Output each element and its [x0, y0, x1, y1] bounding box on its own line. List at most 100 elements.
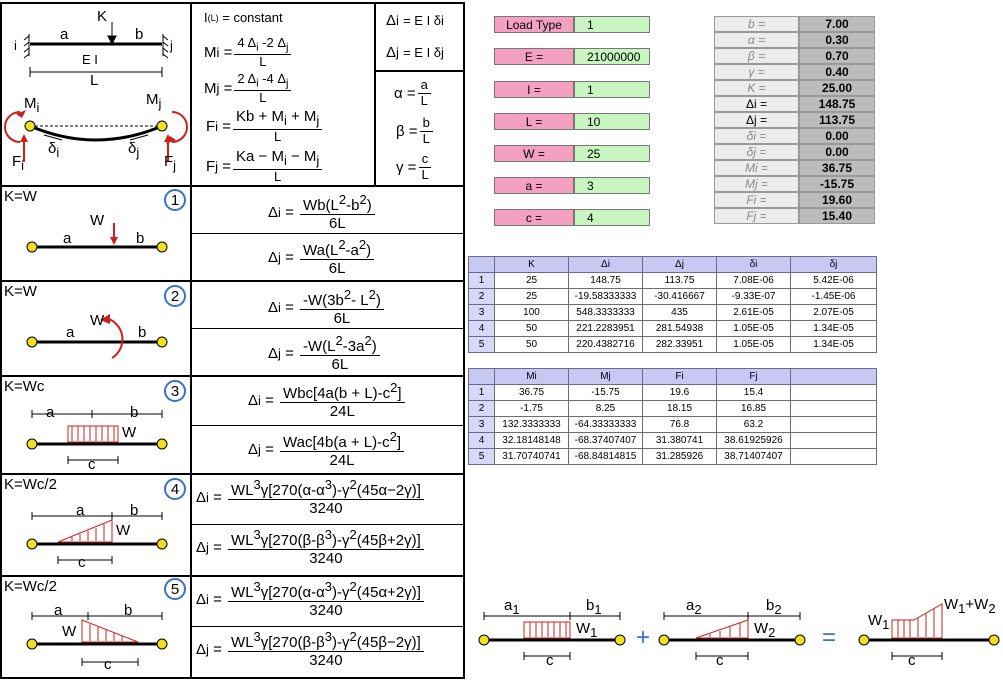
table-cell[interactable]: 19.6 [642, 384, 717, 401]
table-cell[interactable]: 63.2 [716, 416, 791, 433]
case-5-w: W [62, 623, 77, 640]
table-cell[interactable]: 38.71407407 [716, 448, 791, 465]
case-2-label: K=W [4, 283, 37, 300]
equals-icon: = [822, 624, 837, 651]
sup-w1: W1 [576, 620, 598, 640]
table-cell[interactable]: 8.25 [568, 400, 643, 417]
table-cell[interactable]: 2.07E-05 [790, 304, 877, 321]
table-row: 3 132.3333333 -64.33333333 76.8 63.2 [468, 416, 877, 433]
result-label: δj = [714, 144, 799, 160]
table-cell[interactable]: -19.58333333 [568, 288, 643, 305]
sup-w1-result: W1 [868, 612, 890, 632]
sup-c1: c [546, 652, 554, 669]
input-load-type[interactable]: 1 [574, 16, 650, 33]
table-cell[interactable]: -64.33333333 [568, 416, 643, 433]
input-w[interactable]: 25 [574, 145, 650, 162]
header-cell [790, 368, 877, 385]
table-cell[interactable]: 38.61925926 [716, 432, 791, 449]
input-label-l: L = [494, 113, 574, 130]
table-cell[interactable]: -1.75 [494, 400, 569, 417]
table-cell[interactable] [790, 448, 877, 465]
table-cell[interactable]: 25 [494, 288, 569, 305]
table-cell[interactable]: 5.42E-06 [790, 272, 877, 289]
input-l[interactable]: 10 [574, 113, 650, 130]
dim-a-label: a [60, 26, 69, 43]
table-cell[interactable]: -30.416667 [642, 288, 717, 305]
table-row: 2 -1.75 8.25 18.15 16.85 [468, 400, 877, 417]
table-cell[interactable]: 435 [642, 304, 717, 321]
row-index: 5 [468, 448, 495, 465]
table-cell[interactable]: 31.70740741 [494, 448, 569, 465]
table-cell[interactable] [790, 400, 877, 417]
table-cell[interactable] [790, 432, 877, 449]
table-cell[interactable]: 18.15 [642, 400, 717, 417]
table-cell[interactable] [790, 384, 877, 401]
sup-b2: b2 [766, 597, 782, 617]
table-cell[interactable]: -15.75 [568, 384, 643, 401]
table-cell[interactable]: 148.75 [568, 272, 643, 289]
table-cell[interactable]: 221.2283951 [568, 320, 643, 337]
table-cell[interactable]: 32.18148148 [494, 432, 569, 449]
table-cell[interactable]: 281.54938 [642, 320, 717, 337]
header-cell: Δi [568, 256, 643, 273]
input-i[interactable]: 1 [574, 81, 650, 98]
result-value: 0.40 [799, 64, 875, 80]
table-row: 5 50 220.4382716 282.33951 1.05E-05 1.34… [468, 336, 877, 353]
result-value: 0.70 [799, 48, 875, 64]
table-cell[interactable]: 282.33951 [642, 336, 717, 353]
input-e[interactable]: 21000000 [574, 48, 650, 65]
table-cell[interactable]: 1.34E-05 [790, 336, 877, 353]
table-cell[interactable]: 548.3333333 [568, 304, 643, 321]
table-cell[interactable]: 36.75 [494, 384, 569, 401]
table-cell[interactable]: 16.85 [716, 400, 791, 417]
table-cell[interactable]: 50 [494, 336, 569, 353]
load-k-label: K [97, 8, 108, 25]
table-cell[interactable]: 2.61E-05 [716, 304, 791, 321]
result-label: Mj = [714, 176, 799, 192]
table-cell[interactable]: 31.380741 [642, 432, 717, 449]
header-cell [468, 256, 495, 273]
table-cell[interactable]: 31.285926 [642, 448, 717, 465]
mi-label: Mi [24, 95, 40, 115]
table-cell[interactable]: 25 [494, 272, 569, 289]
table-cell[interactable]: 1.05E-05 [716, 336, 791, 353]
delta-j-angle-label: δj [128, 140, 140, 160]
result-label: K = [714, 80, 799, 96]
input-a[interactable]: 3 [574, 177, 650, 194]
row-index: 4 [468, 432, 495, 449]
result-label: Fj = [714, 208, 799, 224]
table-cell[interactable]: 132.3333333 [494, 416, 569, 433]
result-value: -15.75 [799, 176, 875, 192]
header-cell: δi [716, 256, 791, 273]
result-label: Δi = [714, 96, 799, 112]
table-cell[interactable]: 7.08E-06 [716, 272, 791, 289]
table-cell[interactable]: 220.4382716 [568, 336, 643, 353]
table-cell[interactable]: 50 [494, 320, 569, 337]
table-cell[interactable]: 76.8 [642, 416, 717, 433]
table-cell[interactable]: 15.4 [716, 384, 791, 401]
table-cell[interactable]: 1.05E-05 [716, 320, 791, 337]
table-row: 3 100 548.3333333 435 2.61E-05 2.07E-05 [468, 304, 877, 321]
table-header-row: K Δi Δj δi δj [468, 256, 877, 273]
superposition-diagram [478, 603, 1000, 660]
table-cell[interactable]: -1.45E-06 [790, 288, 877, 305]
case-2-a: a [66, 324, 75, 341]
case-3-label: K=Wc [4, 378, 45, 395]
result-value: 148.75 [799, 96, 875, 112]
sup-a2: a2 [686, 597, 702, 617]
plus-icon: + [636, 624, 651, 651]
table-cell[interactable]: -9.33E-07 [716, 288, 791, 305]
table-cell[interactable]: 1.34E-05 [790, 320, 877, 337]
table-cell[interactable]: 100 [494, 304, 569, 321]
table-cell[interactable]: -68.84814815 [568, 448, 643, 465]
table-cell[interactable]: 113.75 [642, 272, 717, 289]
input-c[interactable]: 4 [574, 209, 650, 226]
table-cell[interactable]: -68.37407407 [568, 432, 643, 449]
table-cell[interactable] [790, 416, 877, 433]
